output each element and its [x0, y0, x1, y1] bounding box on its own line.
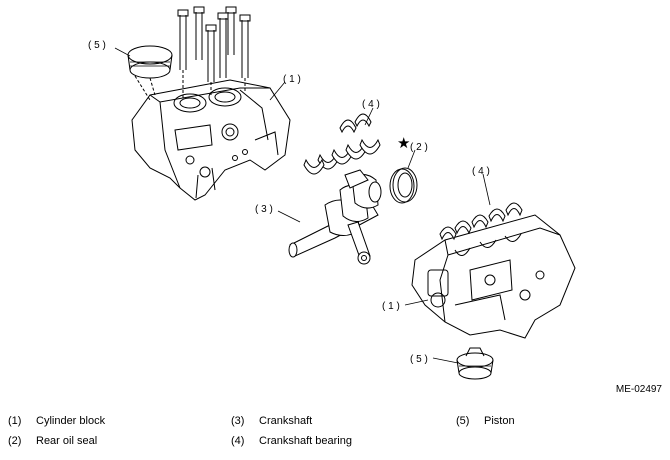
legend-label: Cylinder block	[36, 415, 106, 427]
crankshaft-illustration	[288, 169, 382, 265]
callout-cylinder-block-upper: ( 1 )	[283, 74, 301, 85]
figure-id: ME-02497	[615, 384, 662, 395]
crankshaft-bearing-lower-illustration	[439, 202, 523, 241]
legend-label: Piston	[484, 415, 515, 427]
callout-piston-upper: ( 5 )	[88, 40, 106, 51]
legend-item-crankshaft-bearing: (4) Crankshaft bearing	[231, 435, 352, 447]
legend-label: Crankshaft bearing	[259, 435, 352, 447]
cylinder-block-lower-illustration	[411, 214, 576, 339]
callout-cylinder-block-lower: ( 1 )	[382, 301, 400, 312]
legend-item-rear-oil-seal: (2) Rear oil seal	[8, 435, 97, 447]
callout-crankshaft-bearing-lower: ( 4 )	[472, 166, 490, 177]
leader-lines	[114, 47, 491, 364]
legend-number: (2)	[8, 435, 22, 447]
legend-item-crankshaft: (3) Crankshaft	[231, 415, 312, 427]
crankshaft-bearing-upper-illustration	[303, 113, 381, 175]
head-bolts-illustration	[177, 6, 251, 100]
legend-number: (1)	[8, 415, 22, 427]
callout-crankshaft-bearing-upper: ( 4 )	[362, 99, 380, 110]
exploded-view-diagram: ( 5 ) ( 1 ) ( 4 ) ( 2 ) ★ ( 3 ) ( 4 ) ( …	[88, 6, 576, 380]
legend-label: Crankshaft	[259, 415, 313, 427]
piston-lower-illustration	[456, 347, 494, 380]
legend-label: Rear oil seal	[36, 435, 98, 447]
parts-legend: (1) Cylinder block (2) Rear oil seal (3) Cr…	[0, 415, 670, 457]
callout-piston-lower: ( 5 )	[410, 354, 428, 365]
star-icon: ★	[397, 134, 410, 152]
legend-number: (5)	[456, 415, 470, 427]
rear-oil-seal-illustration	[389, 167, 418, 204]
legend-item-cylinder-block: (1) Cylinder block	[8, 415, 105, 427]
piston-upper-illustration	[127, 45, 173, 101]
legend-number: (4)	[231, 435, 245, 447]
legend-number: (3)	[231, 415, 245, 427]
callout-rear-oil-seal: ( 2 )	[410, 142, 428, 153]
callout-crankshaft: ( 3 )	[255, 204, 273, 215]
legend-item-piston: (5) Piston	[456, 415, 515, 427]
cylinder-block-upper-illustration	[131, 79, 291, 201]
